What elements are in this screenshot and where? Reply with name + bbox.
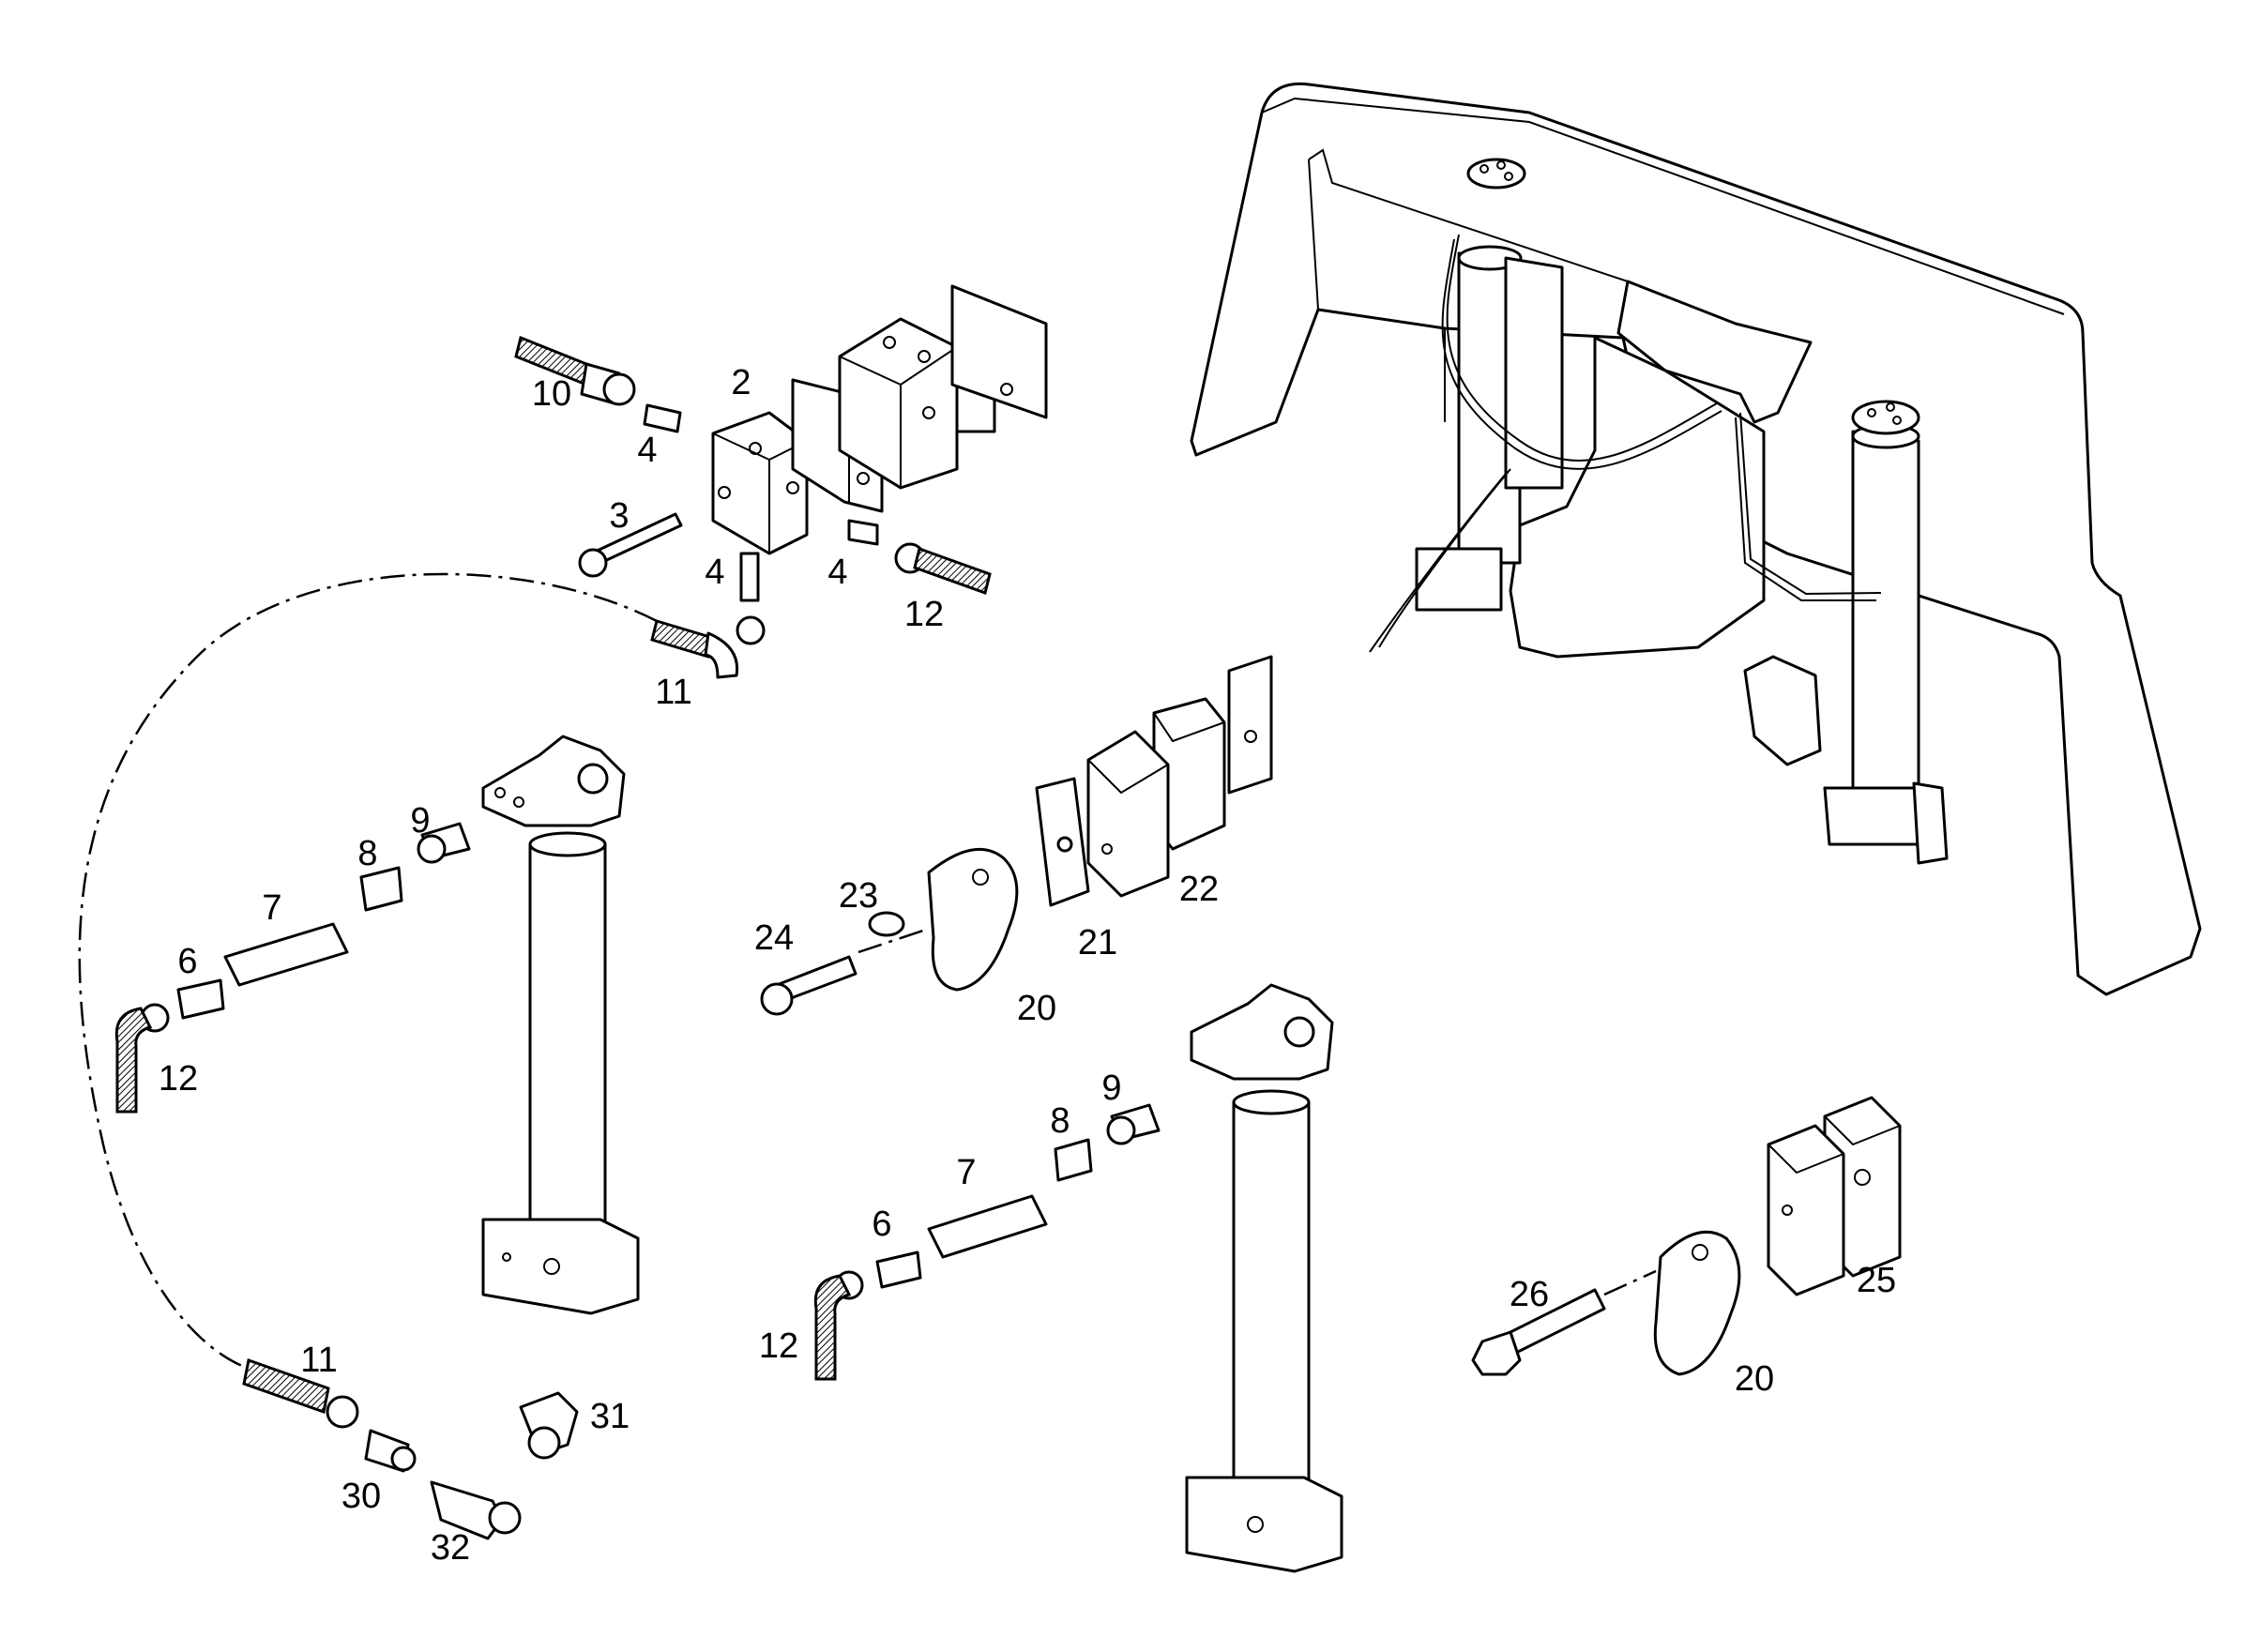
callout-26: 26	[1509, 1275, 1550, 1314]
callout-20: 20	[1016, 989, 1057, 1028]
hose-routing-line	[78, 572, 658, 1372]
callout-31: 31	[589, 1397, 630, 1436]
callout-21: 21	[1077, 923, 1118, 962]
callout-22: 22	[1178, 870, 1220, 909]
callout-6: 6	[872, 1205, 892, 1244]
callout-32: 32	[430, 1528, 471, 1568]
callout-10: 10	[531, 374, 572, 414]
callout-3: 3	[609, 496, 630, 536]
callout-9: 9	[410, 801, 431, 841]
callout-6: 6	[177, 942, 198, 981]
callout-23: 23	[838, 876, 879, 916]
right-cylinder	[813, 983, 1343, 1573]
main-frame	[1190, 82, 2202, 996]
callout-11: 11	[655, 673, 692, 712]
left-cylinder	[114, 735, 640, 1315]
callout-8: 8	[357, 834, 378, 873]
clamp-set-center	[760, 655, 1273, 1016]
callout-2: 2	[731, 363, 751, 402]
bottom-left-fittings	[242, 1358, 579, 1540]
callout-7: 7	[262, 888, 282, 928]
callout-24: 24	[753, 918, 795, 958]
callout-30: 30	[341, 1477, 382, 1516]
callout-4: 4	[637, 431, 658, 470]
callout-7: 7	[956, 1153, 977, 1192]
callout-20: 20	[1734, 1359, 1775, 1399]
callout-12: 12	[903, 595, 945, 634]
callout-4: 4	[827, 553, 848, 592]
callout-12: 12	[758, 1326, 799, 1366]
callout-9: 9	[1101, 1068, 1122, 1108]
clamp-set-right	[1471, 1096, 1902, 1376]
callout-4: 4	[705, 553, 725, 592]
valve-block-assembly	[514, 284, 1048, 679]
callout-12: 12	[158, 1059, 199, 1099]
callout-25: 25	[1856, 1261, 1897, 1300]
callout-8: 8	[1050, 1101, 1070, 1141]
callout-11: 11	[300, 1341, 338, 1380]
